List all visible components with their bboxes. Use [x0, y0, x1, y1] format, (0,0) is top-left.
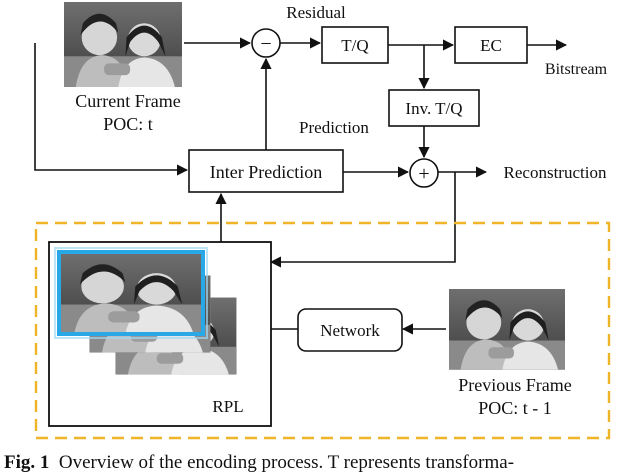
reconstruction-label: Reconstruction	[504, 163, 607, 182]
add-symbol: +	[418, 163, 429, 185]
current-frame-title: Current Frame	[75, 91, 180, 111]
rpl-label: RPL	[212, 397, 243, 416]
dashed-region	[34, 221, 611, 440]
encoding-process-diagram: Current Frame POC: t − Residual T/Q EC B…	[34, 2, 611, 440]
inter-prediction-label: Inter Prediction	[210, 162, 322, 182]
flow-lines	[34, 37, 568, 335]
reference-frame-highlighted	[60, 253, 202, 334]
current-frame-poc: POC: t	[103, 114, 153, 134]
inv-tq-block	[388, 89, 480, 127]
bitstream-label: Bitstream	[545, 61, 608, 78]
figure-number: Fig. 1	[4, 452, 50, 473]
network-block	[297, 308, 403, 352]
ec-block	[454, 26, 528, 64]
tq-block	[321, 26, 389, 64]
subtract-symbol: −	[260, 33, 271, 55]
caption-text: Overview of the encoding process. T repr…	[58, 452, 515, 473]
residual-label: Residual	[286, 3, 346, 22]
ec-label: EC	[480, 36, 502, 55]
network-label: Network	[320, 321, 380, 340]
previous-frame-title: Previous Frame	[458, 375, 571, 395]
inv-tq-label: Inv. T/Q	[405, 99, 462, 118]
figure-caption: Fig. 1 Overview of the encoding process.…	[4, 452, 640, 474]
prediction-label: Prediction	[299, 118, 369, 137]
highlight-border	[57, 250, 205, 336]
adder-node	[409, 158, 439, 188]
current-frame-image	[64, 2, 182, 87]
inter-prediction-block	[188, 149, 344, 193]
tq-label: T/Q	[341, 36, 368, 55]
previous-frame-poc: POC: t - 1	[478, 398, 552, 418]
previous-frame-image	[449, 289, 565, 370]
